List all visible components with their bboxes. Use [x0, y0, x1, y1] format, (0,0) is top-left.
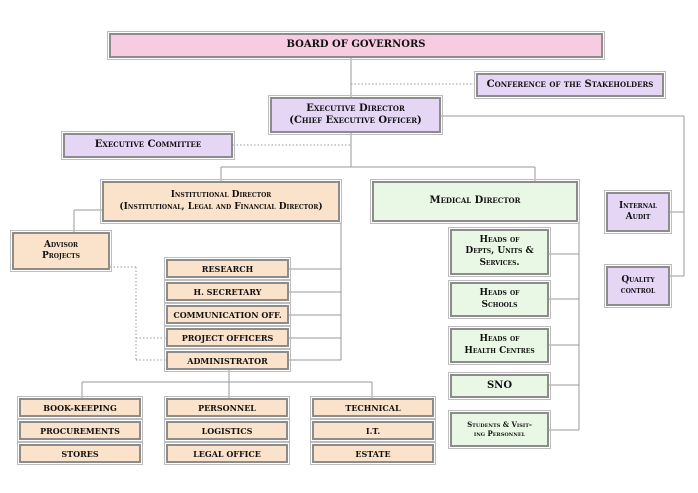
students-visiting-personnel-box: Students & Visit- ing Personnel [448, 410, 551, 449]
advisor-projects-line2: Projects [42, 251, 80, 261]
stores-box: STORES [17, 442, 143, 465]
heads-of-health-centres-line2: Health Centres [464, 345, 535, 356]
institutional-director-box: Institutional Director (Institutional, L… [100, 179, 342, 224]
heads-of-depts-line3: Services. [479, 257, 520, 268]
executive-director-subtitle: (Chief Executive Officer) [289, 115, 422, 126]
conference-of-stakeholders-label: Conference of the Stakeholders [486, 78, 654, 90]
heads-of-schools-line2: Schools [481, 299, 518, 310]
sno-label: SNO [486, 379, 513, 391]
project-officers-label: PROJECT OFFICERS [181, 332, 274, 343]
advisor-projects-box: Advisor Projects [10, 230, 112, 272]
board-of-governors-label: BOARD OF GOVERNORS [286, 39, 426, 51]
executive-director-box: Executive Director (Chief Executive Offi… [268, 95, 443, 135]
institutional-director-subtitle: (Institutional, Legal and Financial Dire… [119, 201, 323, 212]
executive-director-title: Executive Director [306, 102, 405, 114]
institutional-director-title: Institutional Director [170, 190, 272, 201]
technical-label: TECHNICAL [345, 402, 401, 413]
procurements-label: PROCUREMENTS [40, 425, 120, 436]
internal-audit-line1: Internal [618, 200, 658, 211]
research-box: RESEARCH [164, 257, 291, 280]
h-secretary-label: H. SECRETARY [193, 286, 262, 297]
communication-office-box: COMMUNICATION OFF. [164, 303, 291, 326]
procurements-box: PROCUREMENTS [17, 419, 143, 442]
heads-of-health-centres-line1: Heads of [479, 334, 520, 345]
legal-office-box: LEGAL OFFICE [164, 442, 290, 465]
medical-director-box: Medical Director [370, 179, 580, 224]
stores-label: STORES [61, 448, 99, 459]
internal-audit-line2: Audit [625, 212, 651, 222]
administrator-label: ADMINISTRATOR [187, 355, 268, 366]
heads-of-schools-line1: Heads of [479, 288, 520, 299]
book-keeping-box: BOOK-KEEPING [17, 396, 143, 419]
logistics-label: LOGISTICS [201, 425, 253, 436]
h-secretary-box: H. SECRETARY [164, 280, 291, 303]
it-box: I.T. [310, 419, 436, 442]
research-label: RESEARCH [201, 263, 254, 274]
quality-control-box: Quality control [604, 264, 672, 308]
heads-of-depts-line2: Depts, Units & [465, 246, 534, 257]
advisor-projects-line1: Advisor [43, 239, 79, 250]
book-keeping-label: BOOK-KEEPING [43, 402, 117, 413]
students-visiting-line2: ing Personnel [473, 428, 526, 438]
executive-committee-box: Executive Committee [61, 131, 235, 160]
sno-box: SNO [448, 372, 551, 400]
students-visiting-line1: Students & Visit- [467, 419, 532, 429]
conference-of-stakeholders-box: Conference of the Stakeholders [474, 71, 666, 99]
project-officers-box: PROJECT OFFICERS [164, 326, 291, 349]
administrator-box: ADMINISTRATOR [164, 349, 291, 372]
technical-box: TECHNICAL [310, 396, 436, 419]
estate-label: ESTATE [355, 448, 391, 459]
communication-office-label: COMMUNICATION OFF. [173, 309, 282, 320]
board-of-governors-box: BOARD OF GOVERNORS [107, 31, 605, 60]
heads-of-depts-line1: Heads of [479, 235, 520, 246]
quality-control-line1: Quality [621, 274, 655, 285]
it-label: I.T. [365, 425, 381, 436]
logistics-box: LOGISTICS [164, 419, 290, 442]
personnel-box: PERSONNEL [164, 396, 290, 419]
legal-office-label: LEGAL OFFICE [193, 448, 261, 459]
internal-audit-box: Internal Audit [604, 190, 672, 234]
medical-director-label: Medical Director [429, 195, 521, 207]
quality-control-line2: control [620, 286, 656, 296]
estate-box: ESTATE [310, 442, 436, 465]
heads-of-depts-box: Heads of Depts, Units & Services. [448, 227, 551, 277]
executive-committee-label: Executive Committee [94, 139, 202, 151]
personnel-label: PERSONNEL [198, 402, 256, 413]
heads-of-schools-box: Heads of Schools [448, 280, 551, 319]
heads-of-health-centres-box: Heads of Health Centres [448, 326, 551, 365]
